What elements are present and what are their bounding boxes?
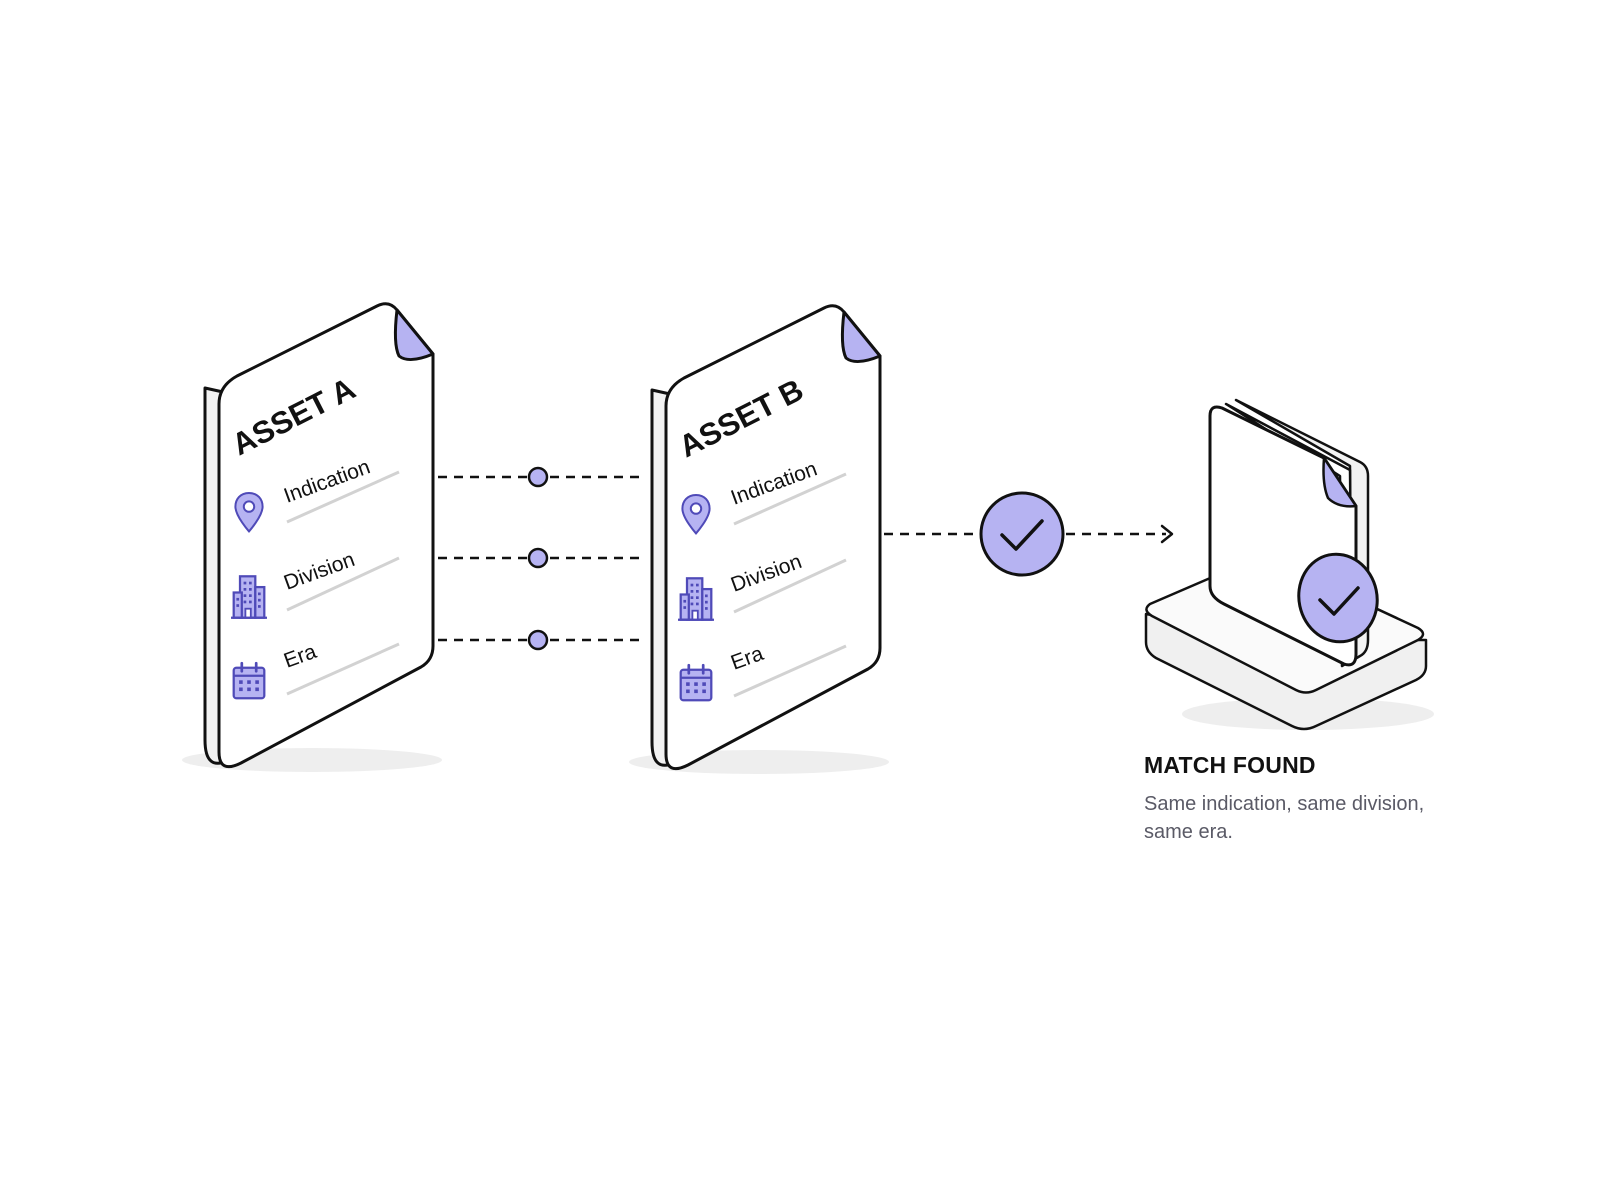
- matched-document-stack: [1144, 398, 1434, 731]
- asset-a-folded-corner: [393, 308, 435, 361]
- asset-b-field-line: [733, 558, 847, 614]
- check-mark-icon: [1000, 519, 1044, 551]
- calendar-icon: [232, 661, 266, 700]
- asset-a-field-line: [286, 556, 400, 612]
- badge-check-mark-icon: [1318, 586, 1360, 616]
- result-description: Same indication, same division, same era…: [1144, 793, 1425, 843]
- asset-b-field-line: [733, 472, 847, 526]
- asset-b-card: ASSET B Indication Division Era: [629, 304, 889, 774]
- asset-a-field-line: [286, 642, 400, 696]
- matched-document-folded-corner: [1322, 456, 1358, 508]
- result-title: MATCH FOUND: [1144, 752, 1316, 778]
- asset-a-field-line: [286, 470, 400, 524]
- asset-b-page: [664, 304, 882, 771]
- field-connectors: [438, 466, 642, 651]
- connector-node-era: [527, 629, 549, 651]
- check-circle-icon: [979, 491, 1065, 577]
- connector-node-indication: [527, 466, 549, 488]
- arrow-right-icon: [1160, 524, 1174, 544]
- connector-node-division: [527, 547, 549, 569]
- asset-a-page: [217, 302, 435, 769]
- asset-a-card: ASSET A Indication Division Era: [182, 302, 442, 772]
- asset-b-field-line: [733, 644, 847, 698]
- calendar-icon: [679, 663, 713, 702]
- asset-b-folded-corner: [840, 310, 882, 363]
- match-connector: [884, 491, 1174, 577]
- verified-badge-icon: [1297, 552, 1379, 644]
